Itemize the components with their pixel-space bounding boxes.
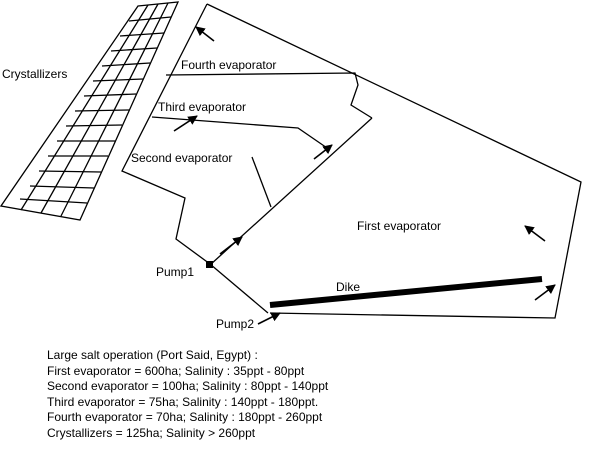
pump1-marker (206, 261, 213, 268)
pond-outlines (121, 3, 582, 319)
outer-boundary-east (206, 3, 582, 319)
arrow-fourth-evaporator (195, 26, 215, 42)
flow-arrows (173, 26, 556, 325)
caption-line-second-evaporator: Second evaporator = 100ha; Salinity : 80… (47, 379, 329, 393)
label-pump1: Pump1 (156, 265, 194, 279)
outer-boundary-west (121, 3, 269, 314)
label-pump2: Pump2 (216, 317, 254, 331)
label-first-evaporator: First evaporator (357, 219, 441, 233)
second-evaporator-divider (251, 156, 272, 208)
crystallizers-grid (0, 1, 180, 221)
caption-line-fourth-evaporator: Fourth evaporator = 70ha; Salinity : 180… (47, 410, 323, 424)
label-crystallizers: Crystallizers (2, 67, 67, 81)
dike (269, 276, 543, 308)
label-dike: Dike (336, 280, 360, 294)
arrow-first-evaporator (524, 225, 546, 242)
diagram-caption: Large salt operation (Port Said, Egypt) … (47, 348, 328, 441)
arrow-second-evaporator (313, 144, 333, 160)
arrow-pump2 (257, 312, 281, 325)
caption-line-crystallizers: Crystallizers = 125ha; Salinity > 260ppt (47, 425, 256, 440)
caption-line-third-evaporator: Third evaporator = 75ha; Salinity : 140p… (47, 394, 319, 409)
third-evaporator-divider (151, 116, 331, 151)
label-fourth-evaporator: Fourth evaporator (181, 58, 276, 72)
caption-line-first-evaporator: First evaporator = 600ha; Salinity : 35p… (47, 363, 305, 378)
arrow-pump1 (219, 236, 243, 255)
arrow-dike-end (534, 284, 556, 301)
label-second-evaporator: Second evaporator (131, 151, 232, 165)
label-third-evaporator: Third evaporator (158, 100, 246, 114)
caption-title: Large salt operation (Port Said, Egypt) … (47, 348, 258, 362)
fourth-evaporator-divider (165, 72, 373, 119)
arrow-third-evaporator (173, 115, 198, 132)
